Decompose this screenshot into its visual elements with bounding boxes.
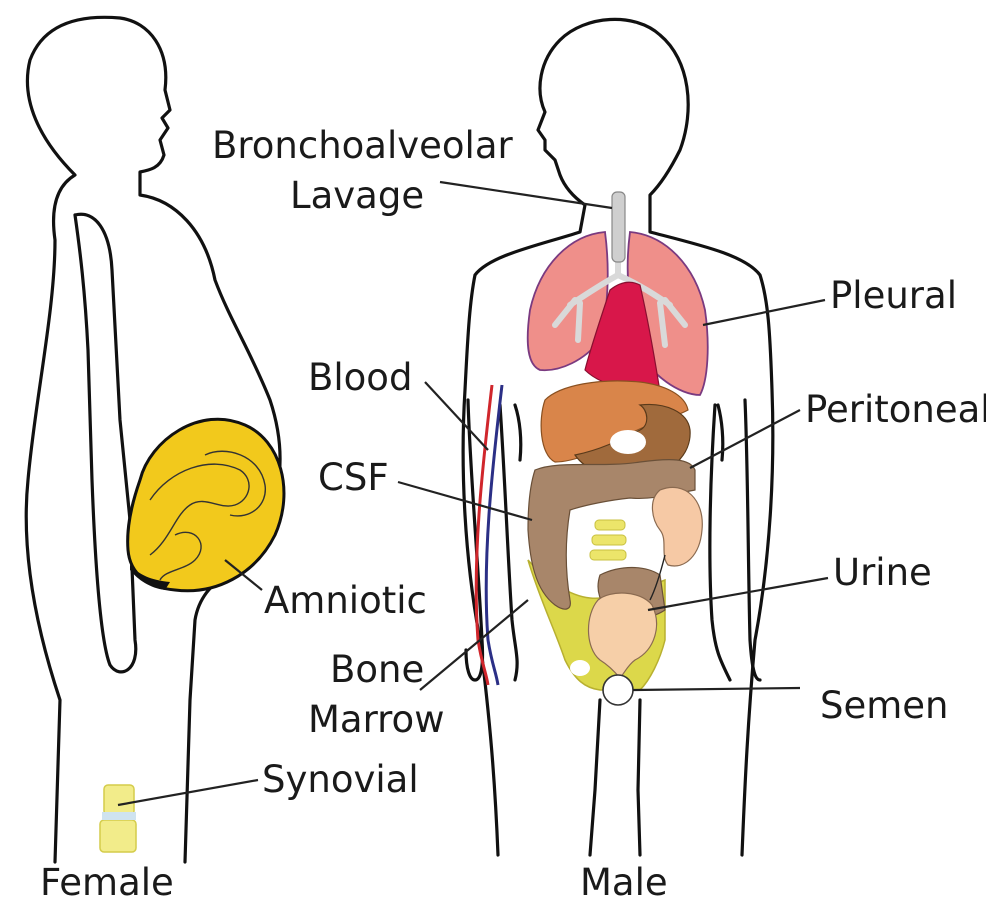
femur-bone: [104, 785, 134, 815]
female-arm-outline: [75, 214, 136, 672]
label-synovial: Synovial: [262, 758, 419, 801]
knee-joint: [100, 785, 136, 852]
male-left-arm: [466, 400, 521, 680]
leader-pleural: [703, 300, 825, 325]
leader-blood: [425, 382, 488, 450]
leader-bronchoalveolar: [440, 182, 612, 208]
leader-semen: [633, 688, 800, 690]
prostate-marker: [603, 675, 633, 705]
label-bone-marrow-line1: Bone: [330, 648, 424, 691]
tibia-bone: [100, 820, 136, 852]
vein: [486, 385, 502, 685]
label-female: Female: [40, 861, 174, 901]
kidney: [652, 487, 702, 566]
fetus: [128, 419, 284, 591]
label-semen: Semen: [820, 684, 949, 727]
label-male: Male: [580, 861, 668, 901]
trachea: [612, 192, 625, 262]
label-amniotic: Amniotic: [264, 579, 427, 622]
stomach-gap: [610, 430, 646, 454]
label-csf: CSF: [318, 456, 389, 499]
label-bronchoalveolar-line2: Lavage: [290, 174, 424, 217]
leader-urine: [648, 578, 828, 610]
label-pleural: Pleural: [830, 274, 957, 317]
label-bronchoalveolar-line1: Bronchoalveolar: [212, 124, 514, 167]
spine: [590, 520, 626, 560]
male-right-arm: [710, 400, 760, 680]
label-blood: Blood: [308, 356, 412, 399]
label-bone-marrow-line2: Marrow: [308, 698, 444, 741]
label-peritoneal: Peritoneal: [805, 388, 986, 431]
label-urine: Urine: [833, 551, 932, 594]
pelvis-foramen: [570, 660, 590, 676]
synovial-space: [102, 812, 136, 820]
